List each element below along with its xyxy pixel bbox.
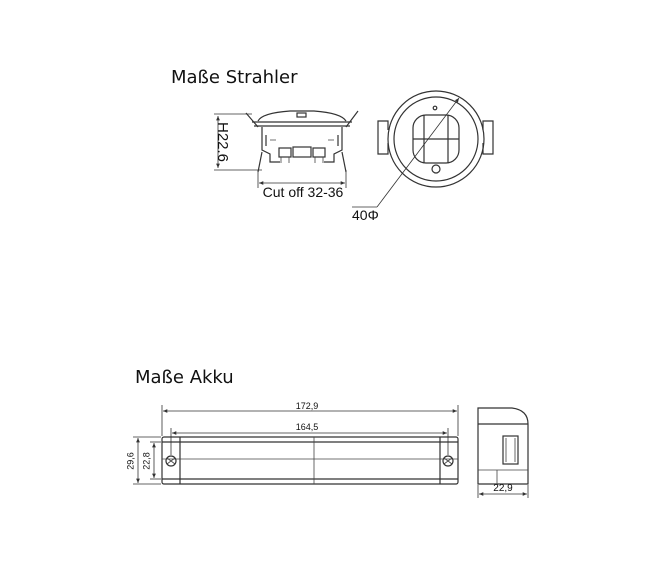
akku-length-outer-dimension [161, 405, 459, 436]
akku-height-inner-dimension [150, 441, 161, 480]
strahler-height-label: H22.6 [214, 122, 231, 162]
akku-end-connector [502, 435, 519, 465]
strahler-cutoff-label: Cut off 32-36 [263, 184, 344, 200]
strahler-side-view [245, 110, 359, 173]
strahler-cutoff-dimension [257, 170, 347, 188]
akku-end-view [477, 407, 529, 485]
strahler-height-dimension [214, 113, 262, 171]
strahler-diameter-label: 40Φ [352, 207, 379, 223]
akku-side-view [161, 436, 459, 485]
akku-length-inner-label: 164,5 [296, 422, 319, 432]
akku-right-screw [442, 455, 454, 467]
akku-height-inner-label: 22,8 [141, 452, 151, 470]
akku-height-outer-dimension [133, 436, 161, 485]
strahler-front-view [377, 90, 494, 188]
akku-length-inner-dimension [170, 428, 449, 455]
akku-title: Maße Akku [135, 367, 234, 388]
strahler-title: Maße Strahler [171, 67, 298, 88]
akku-height-outer-label: 29,6 [125, 452, 135, 470]
dome-window [296, 112, 307, 118]
akku-length-outer-label: 172,9 [296, 401, 319, 411]
strahler-diameter-dimension [352, 97, 460, 208]
akku-width-label: 22,9 [493, 483, 513, 494]
akku-left-screw [165, 455, 177, 467]
akku-width-dimension [477, 485, 529, 498]
